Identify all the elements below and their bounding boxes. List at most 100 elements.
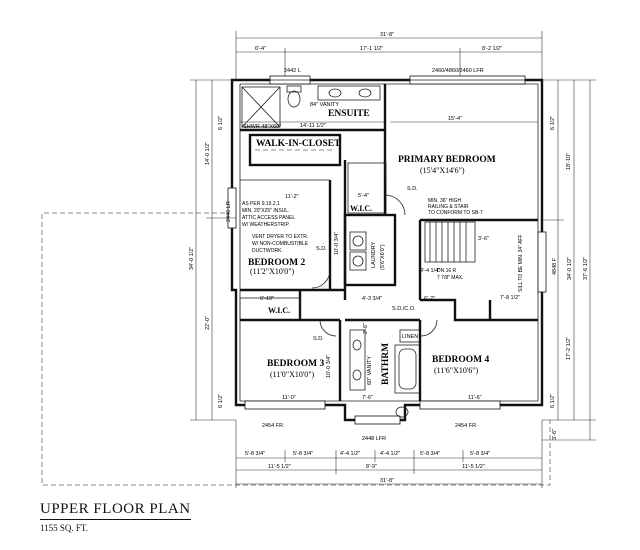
svg-text:10'-0 3/4": 10'-0 3/4" bbox=[326, 355, 332, 378]
window-top-right: 2460/4860/2460 LFR bbox=[432, 68, 484, 74]
svg-text:11'-0": 11'-0" bbox=[282, 395, 296, 401]
svg-text:15'-4": 15'-4" bbox=[448, 116, 462, 122]
svg-text:5'-8 3/4": 5'-8 3/4" bbox=[470, 451, 490, 457]
svg-text:VENT DRYER TO EXTR.: VENT DRYER TO EXTR. bbox=[252, 234, 308, 240]
svg-text:5'-8 3/4": 5'-8 3/4" bbox=[420, 451, 440, 457]
svg-text:MIN. 20"X25" INSUL.: MIN. 20"X25" INSUL. bbox=[242, 208, 289, 214]
room-linen: LINEN bbox=[402, 334, 418, 340]
dim-top-1: 6'-4" bbox=[255, 46, 266, 52]
svg-text:14'-11 1/2": 14'-11 1/2" bbox=[300, 123, 326, 129]
svg-text:TO CONFORM TO SB-7: TO CONFORM TO SB-7 bbox=[428, 210, 483, 216]
fixture-shower: SHWR 48"X60" bbox=[243, 124, 281, 130]
svg-text:11'-5 1/2": 11'-5 1/2" bbox=[268, 464, 291, 470]
svg-text:31'-8": 31'-8" bbox=[380, 478, 394, 484]
svg-text:DN 16 R: DN 16 R bbox=[437, 268, 457, 274]
svg-text:6'-10": 6'-10" bbox=[260, 296, 274, 302]
left-dimensions: 34'-0 1/2" 14'-0 1/2" 22'-0" 6 1/2" 6 1/… bbox=[189, 79, 236, 421]
window-right: 4848 F bbox=[552, 257, 558, 275]
svg-text:RAILING & STAIR: RAILING & STAIR bbox=[428, 204, 469, 210]
svg-text:5'-4": 5'-4" bbox=[358, 193, 369, 199]
svg-text:DUCTWORK.: DUCTWORK. bbox=[252, 248, 283, 254]
room-primary-bedroom-size: (15'4"X14'6") bbox=[420, 166, 465, 175]
fixture-sd-2: S.D. bbox=[316, 246, 327, 252]
window-top-left: 2442 L bbox=[284, 68, 301, 74]
svg-text:5'-8 3/4": 5'-8 3/4" bbox=[245, 451, 265, 457]
svg-text:22'-0": 22'-0" bbox=[205, 316, 211, 330]
svg-text:3'-6": 3'-6" bbox=[478, 236, 489, 242]
room-bedroom-3-size: (11'0"X10'0") bbox=[270, 370, 315, 379]
fixture-sd-co: S.D./C.O. bbox=[392, 306, 416, 312]
window-bottom-right: 2454 FR bbox=[455, 423, 476, 429]
svg-text:6 1/2": 6 1/2" bbox=[218, 116, 224, 130]
svg-text:7'-8 1/2": 7'-8 1/2" bbox=[500, 295, 520, 301]
room-laundry-size: (5'6"X6'0") bbox=[380, 244, 386, 270]
room-primary-bedroom: PRIMARY BEDROOM bbox=[398, 155, 496, 165]
svg-text:2'-6": 2'-6" bbox=[363, 323, 369, 334]
svg-text:17'-2 1/2": 17'-2 1/2" bbox=[566, 337, 572, 360]
svg-text:4'-4 1/2": 4'-4 1/2" bbox=[340, 451, 360, 457]
room-wic-1: W.I.C. bbox=[350, 204, 372, 213]
svg-text:6 1/2": 6 1/2" bbox=[550, 394, 556, 408]
fixture-vanity-ensuite: 84" VANITY bbox=[310, 102, 339, 108]
top-dimensions: 31'-8" 6'-4" 17'-1 1/2" 8'-2 1/2" bbox=[235, 31, 543, 80]
svg-text:6 1/2": 6 1/2" bbox=[550, 116, 556, 130]
svg-text:6'-2": 6'-2" bbox=[424, 296, 435, 302]
room-bedroom-3: BEDROOM 3 bbox=[267, 359, 325, 369]
windows bbox=[227, 75, 547, 425]
svg-text:4'-4 1/4": 4'-4 1/4" bbox=[420, 268, 440, 274]
plan-area: 1155 SQ. FT. bbox=[40, 523, 89, 533]
interior-dimensions: 14'-11 1/2" 15'-4" 11'-2" 11'-0" 11'-6" … bbox=[240, 116, 538, 401]
room-ensuite: ENSUITE bbox=[328, 109, 370, 119]
room-bathroom: BATHRM bbox=[381, 343, 391, 385]
lower-floor-outline bbox=[41, 212, 551, 486]
stair-note: DN 16 R 7 7/8" MAX. bbox=[437, 268, 464, 281]
svg-text:34'-0 1/2": 34'-0 1/2" bbox=[567, 257, 573, 280]
plan-title: UPPER FLOOR PLAN bbox=[40, 501, 191, 520]
fixture-sd-3: S.D. bbox=[313, 336, 324, 342]
svg-text:18'-10": 18'-10" bbox=[566, 153, 572, 170]
room-walk-in-closet: WALK-IN-CLOSET bbox=[256, 139, 341, 149]
attic-note: AS PER 9.19.2.1 MIN. 20"X25" INSUL. ATTI… bbox=[242, 201, 295, 228]
svg-text:ATTIC ACCESS PANEL: ATTIC ACCESS PANEL bbox=[242, 215, 295, 221]
bottom-dimensions: 5'-8 3/4" 5'-8 3/4" 4'-4 1/2" 4'-4 1/2" … bbox=[235, 420, 543, 488]
svg-text:7 7/8" MAX.: 7 7/8" MAX. bbox=[437, 275, 464, 281]
svg-text:4'-4 1/2": 4'-4 1/2" bbox=[380, 451, 400, 457]
room-wic-2: W.I.C. bbox=[268, 306, 290, 315]
room-bedroom-2: BEDROOM 2 bbox=[248, 258, 306, 268]
fixture-vanity-bath: 60" VANITY bbox=[367, 356, 373, 385]
room-bedroom-2-size: (11'2"X10'0") bbox=[250, 267, 295, 276]
svg-text:MIN. 36" HIGH: MIN. 36" HIGH bbox=[428, 198, 462, 204]
svg-text:AS PER 9.19.2.1: AS PER 9.19.2.1 bbox=[242, 201, 280, 207]
svg-text:W/ NON-COMBUSTIBLE: W/ NON-COMBUSTIBLE bbox=[252, 241, 309, 247]
svg-text:8'-9": 8'-9" bbox=[366, 464, 377, 470]
svg-text:11'-6": 11'-6" bbox=[468, 395, 482, 401]
window-left: 2446 LR bbox=[226, 201, 232, 222]
dim-top-3: 8'-2 1/2" bbox=[482, 46, 502, 52]
title-block: UPPER FLOOR PLAN 1155 SQ. FT. bbox=[40, 500, 191, 533]
railing-note: MIN. 36" HIGH RAILING & STAIR TO CONFORM… bbox=[428, 198, 483, 216]
svg-text:11'-2": 11'-2" bbox=[285, 194, 299, 200]
dim-top-overall: 31'-8" bbox=[380, 32, 394, 38]
fixture-sd-1: S.D. bbox=[407, 186, 418, 192]
room-bedroom-4-size: (11'6"X10'6") bbox=[434, 366, 479, 375]
svg-text:34'-0 1/2": 34'-0 1/2" bbox=[189, 247, 195, 270]
svg-text:4'-3 3/4": 4'-3 3/4" bbox=[362, 296, 382, 302]
svg-text:37'-6 1/2": 37'-6 1/2" bbox=[583, 257, 589, 280]
dim-top-2: 17'-1 1/2" bbox=[360, 46, 383, 52]
svg-text:10'-0 3/4": 10'-0 3/4" bbox=[334, 232, 340, 255]
sill-note: SILL TO BE MIN. 34" AFF bbox=[518, 234, 524, 292]
svg-text:14'-0 1/2": 14'-0 1/2" bbox=[205, 142, 211, 165]
window-bottom-mid: 2448 LFR bbox=[362, 436, 386, 442]
svg-text:6 1/2": 6 1/2" bbox=[218, 394, 224, 408]
room-bedroom-4: BEDROOM 4 bbox=[432, 355, 490, 365]
svg-text:W/ WEATHERSTRIP.: W/ WEATHERSTRIP. bbox=[242, 222, 290, 228]
right-dimensions: 18'-10" 17'-2 1/2" 34'-0 1/2" 37'-6 1/2"… bbox=[542, 79, 596, 441]
interior-walls bbox=[239, 84, 538, 418]
svg-text:7'-6": 7'-6" bbox=[362, 395, 373, 401]
room-laundry: LAUNDRY bbox=[371, 241, 377, 268]
window-bottom-left: 2454 FR bbox=[262, 423, 283, 429]
svg-text:11'-5 1/2": 11'-5 1/2" bbox=[462, 464, 485, 470]
svg-text:3'-6": 3'-6" bbox=[552, 429, 558, 440]
svg-text:5'-8 3/4": 5'-8 3/4" bbox=[293, 451, 313, 457]
